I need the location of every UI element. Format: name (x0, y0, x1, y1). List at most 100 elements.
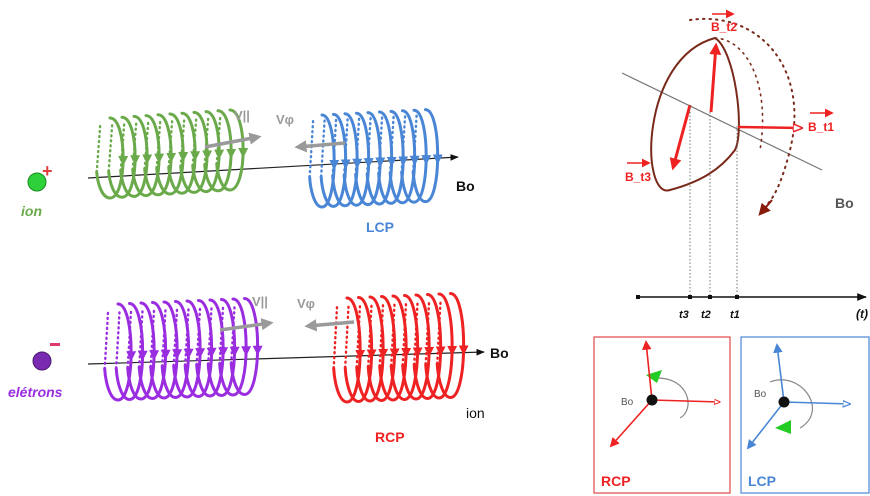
coil-turn (191, 110, 221, 194)
rcp-box-label: RCP (601, 473, 631, 489)
coil-back (203, 115, 210, 167)
axis-origin-tick (636, 295, 640, 299)
coil-back (155, 118, 162, 170)
t1-label: t1 (730, 309, 740, 321)
coil-turn (308, 113, 336, 209)
lcp-box-label: LCP (748, 473, 776, 489)
ion-coil (95, 108, 249, 200)
coil-turn (160, 300, 191, 400)
coil-back (344, 302, 350, 369)
coil-back (229, 303, 236, 365)
coil-turn (435, 292, 466, 400)
coil-back (131, 120, 138, 171)
top-field-label: Bo (456, 178, 475, 194)
b-t1-vector (737, 127, 802, 128)
coil-back (332, 302, 339, 370)
bottom-field-line (87, 348, 485, 365)
v-phi-label: Vφ (297, 296, 315, 311)
coil-turn (354, 111, 382, 207)
coil-turn (218, 297, 248, 397)
arc-arrow-icon (758, 199, 773, 216)
rcp-rotation-arc (656, 377, 689, 419)
plus-sign-icon: + (42, 161, 53, 181)
coil-turn (401, 293, 431, 401)
lcp-box-frame (740, 336, 870, 494)
coil-back (114, 308, 121, 370)
rcp-vector-right (651, 400, 720, 402)
coil-turn (377, 109, 405, 205)
coil-turn (155, 112, 185, 196)
coil-turn (411, 108, 440, 204)
b-t1-label: B_t1 (808, 120, 834, 134)
coil-back (411, 114, 418, 173)
t2-tick (708, 295, 712, 299)
coil-back (308, 119, 315, 179)
ion-label: ion (21, 203, 42, 219)
coil-back (195, 304, 202, 366)
v-phi-arrow (294, 140, 346, 153)
coil-turn (195, 298, 225, 398)
coil-turn (206, 298, 237, 398)
coil-back (390, 300, 396, 367)
coil-back (319, 119, 326, 178)
v-phi-arrow (304, 319, 355, 332)
lcp-box: Bo LCP (740, 336, 870, 494)
b-t3-vector (669, 104, 692, 171)
coil-back (342, 117, 349, 177)
v-parallel-arrow (219, 318, 274, 332)
coil-turn (400, 108, 428, 204)
coil-back (355, 301, 362, 369)
coil-back (179, 117, 186, 168)
green-arrowhead-icon (646, 370, 662, 383)
coil-back (172, 305, 179, 367)
coil-turn (103, 302, 133, 402)
coil-back (126, 307, 133, 369)
coil-back (183, 305, 190, 367)
t2-label: t2 (701, 309, 711, 321)
coil-back (206, 304, 213, 366)
coil-back (377, 116, 384, 175)
b-t3-label: B_t3 (625, 170, 651, 184)
lcp-label: LCP (366, 219, 394, 235)
rcp-box-frame (593, 336, 731, 494)
coil-turn (355, 295, 385, 403)
t3-label: t3 (679, 309, 689, 321)
lcp-rotation-arc (769, 379, 813, 429)
coil-turn (131, 114, 161, 198)
rcp-vector-up (642, 340, 653, 401)
rcp-vector-down (609, 399, 653, 448)
coil-turn (126, 301, 156, 401)
coil-turn (331, 112, 359, 208)
rcp-coil (332, 292, 469, 404)
electron-particle (32, 351, 52, 371)
t3-tick (688, 295, 692, 299)
t1-tick (735, 295, 739, 299)
green-arrowhead-icon (775, 420, 791, 434)
v-parallel-label: V|| (252, 294, 268, 309)
lcp-coil (308, 108, 443, 209)
coil-back (365, 116, 372, 176)
coil-turn (137, 301, 168, 401)
ion-particle (27, 172, 47, 192)
v-parallel-arrow (204, 132, 262, 149)
coil-back (191, 116, 198, 167)
v-parallel-label: V|| (234, 108, 250, 123)
rcp-center-label: Bo (621, 397, 634, 408)
coil-back (413, 299, 419, 366)
coil-turn (172, 299, 202, 399)
coil-back (103, 308, 110, 370)
coil-turn (388, 109, 417, 205)
coil-turn (119, 114, 149, 198)
coil-back (137, 307, 144, 369)
lcp-vector-right (783, 402, 850, 404)
rcp-center-dot (646, 394, 658, 406)
coil-turn (183, 299, 214, 399)
b-t2-vector (709, 42, 722, 113)
coil-back (424, 298, 431, 366)
coil-turn (215, 108, 245, 192)
coil-turn (229, 297, 260, 397)
coil-back (107, 121, 114, 173)
coil-back (215, 114, 222, 166)
coil-turn (365, 110, 394, 206)
